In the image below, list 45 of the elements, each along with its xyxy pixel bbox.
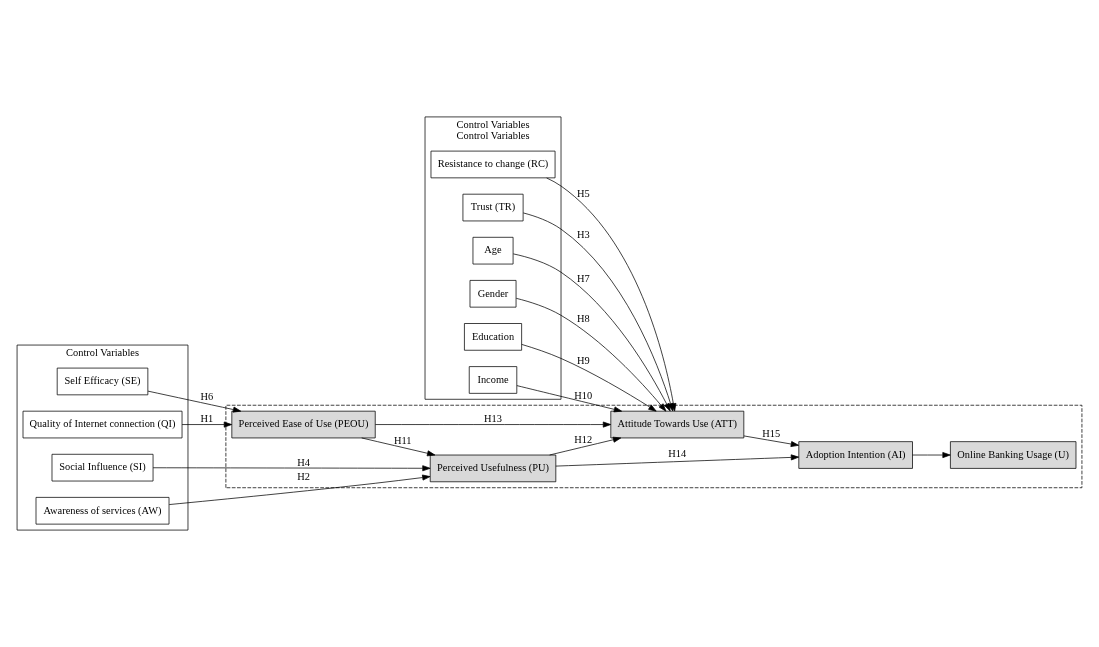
arrow bbox=[516, 385, 622, 413]
node-box: Education bbox=[464, 323, 522, 351]
arrow bbox=[152, 465, 431, 472]
arrow bbox=[521, 344, 657, 412]
edge-label: H10 bbox=[574, 389, 593, 401]
node-box: Awareness of services (AW) bbox=[35, 497, 170, 525]
edge-label: H9 bbox=[576, 354, 590, 366]
edge-label: H2 bbox=[297, 471, 310, 483]
edge-label: H14 bbox=[668, 447, 687, 459]
arrow bbox=[168, 474, 431, 505]
arrow bbox=[912, 452, 951, 458]
node-box: Gender bbox=[469, 280, 517, 308]
edge-label: H6 bbox=[200, 391, 214, 403]
node-box: Trust (TR) bbox=[462, 193, 524, 222]
edge-label: H4 bbox=[297, 456, 310, 468]
node-box: Social Influence (SI) bbox=[51, 453, 154, 482]
node-box: Age bbox=[472, 236, 514, 265]
node-box: Adoption Intention (AI) bbox=[798, 441, 913, 469]
arrow bbox=[555, 454, 800, 467]
node-box: Perceived Ease of Use (PEOU) bbox=[231, 410, 376, 439]
arrow bbox=[361, 437, 436, 457]
node-box: Perceived Usefulness (PU) bbox=[429, 454, 557, 483]
node-box: Income bbox=[468, 366, 518, 394]
edge-label: H7 bbox=[576, 273, 590, 285]
node-box: Quality of Internet connection (QI) bbox=[22, 410, 183, 439]
edge-label: H8 bbox=[576, 313, 590, 325]
arrow bbox=[523, 212, 674, 412]
node-box: Resistance to change (RC) bbox=[430, 150, 556, 179]
arrow bbox=[549, 436, 622, 456]
edge-label: H5 bbox=[576, 187, 590, 199]
arrow bbox=[375, 421, 612, 428]
edge-label: H3 bbox=[576, 229, 590, 241]
edge-label: H15 bbox=[762, 428, 781, 440]
edge-label: H11 bbox=[393, 435, 412, 447]
arrow bbox=[181, 421, 232, 428]
arrow bbox=[743, 435, 799, 447]
node-box: Self Efficacy (SE) bbox=[56, 367, 149, 396]
edge-label: H12 bbox=[574, 433, 593, 445]
edge-label: H13 bbox=[484, 412, 502, 424]
arrow bbox=[515, 297, 667, 412]
node-box: Attitude Towards Use (ATT) bbox=[610, 410, 745, 439]
arrow bbox=[512, 253, 671, 412]
node-box: Online Banking Usage (U) bbox=[950, 441, 1077, 469]
arrow bbox=[147, 390, 242, 413]
edge-label: H1 bbox=[200, 412, 214, 424]
